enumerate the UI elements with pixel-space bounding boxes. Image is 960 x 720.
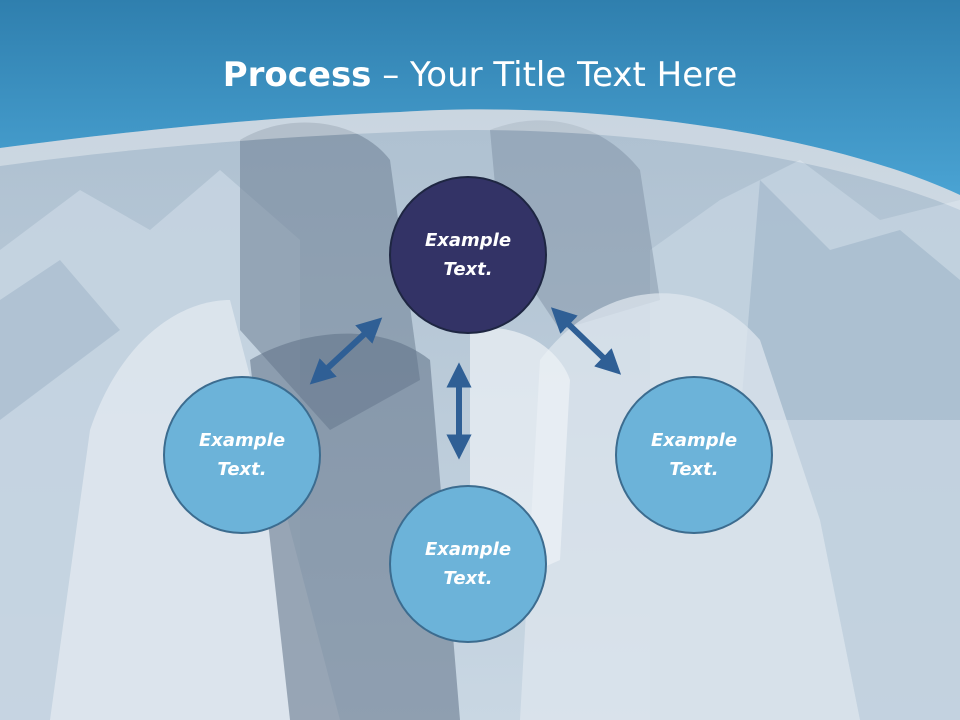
- node-center-line1: Example: [424, 230, 512, 251]
- node-center-text: Example Text.: [413, 226, 523, 284]
- process-node-right: Example Text.: [615, 376, 773, 534]
- node-center-line2: Text.: [443, 259, 493, 280]
- slide-title: Process – Your Title Text Here: [0, 50, 960, 100]
- process-node-left: Example Text.: [163, 376, 321, 534]
- title-rest: – Your Title Text Here: [371, 55, 738, 95]
- node-left-line1: Example: [198, 430, 286, 451]
- node-bottom-line1: Example: [424, 539, 512, 560]
- node-bottom-line2: Text.: [443, 568, 493, 589]
- node-left-text: Example Text.: [187, 426, 297, 484]
- process-node-center: Example Text.: [389, 176, 547, 334]
- title-bold: Process: [222, 55, 372, 95]
- node-bottom-text: Example Text.: [413, 535, 523, 593]
- node-right-line2: Text.: [669, 459, 719, 480]
- process-node-bottom: Example Text.: [389, 485, 547, 643]
- node-left-line2: Text.: [217, 459, 267, 480]
- node-right-text: Example Text.: [639, 426, 749, 484]
- node-right-line1: Example: [650, 430, 738, 451]
